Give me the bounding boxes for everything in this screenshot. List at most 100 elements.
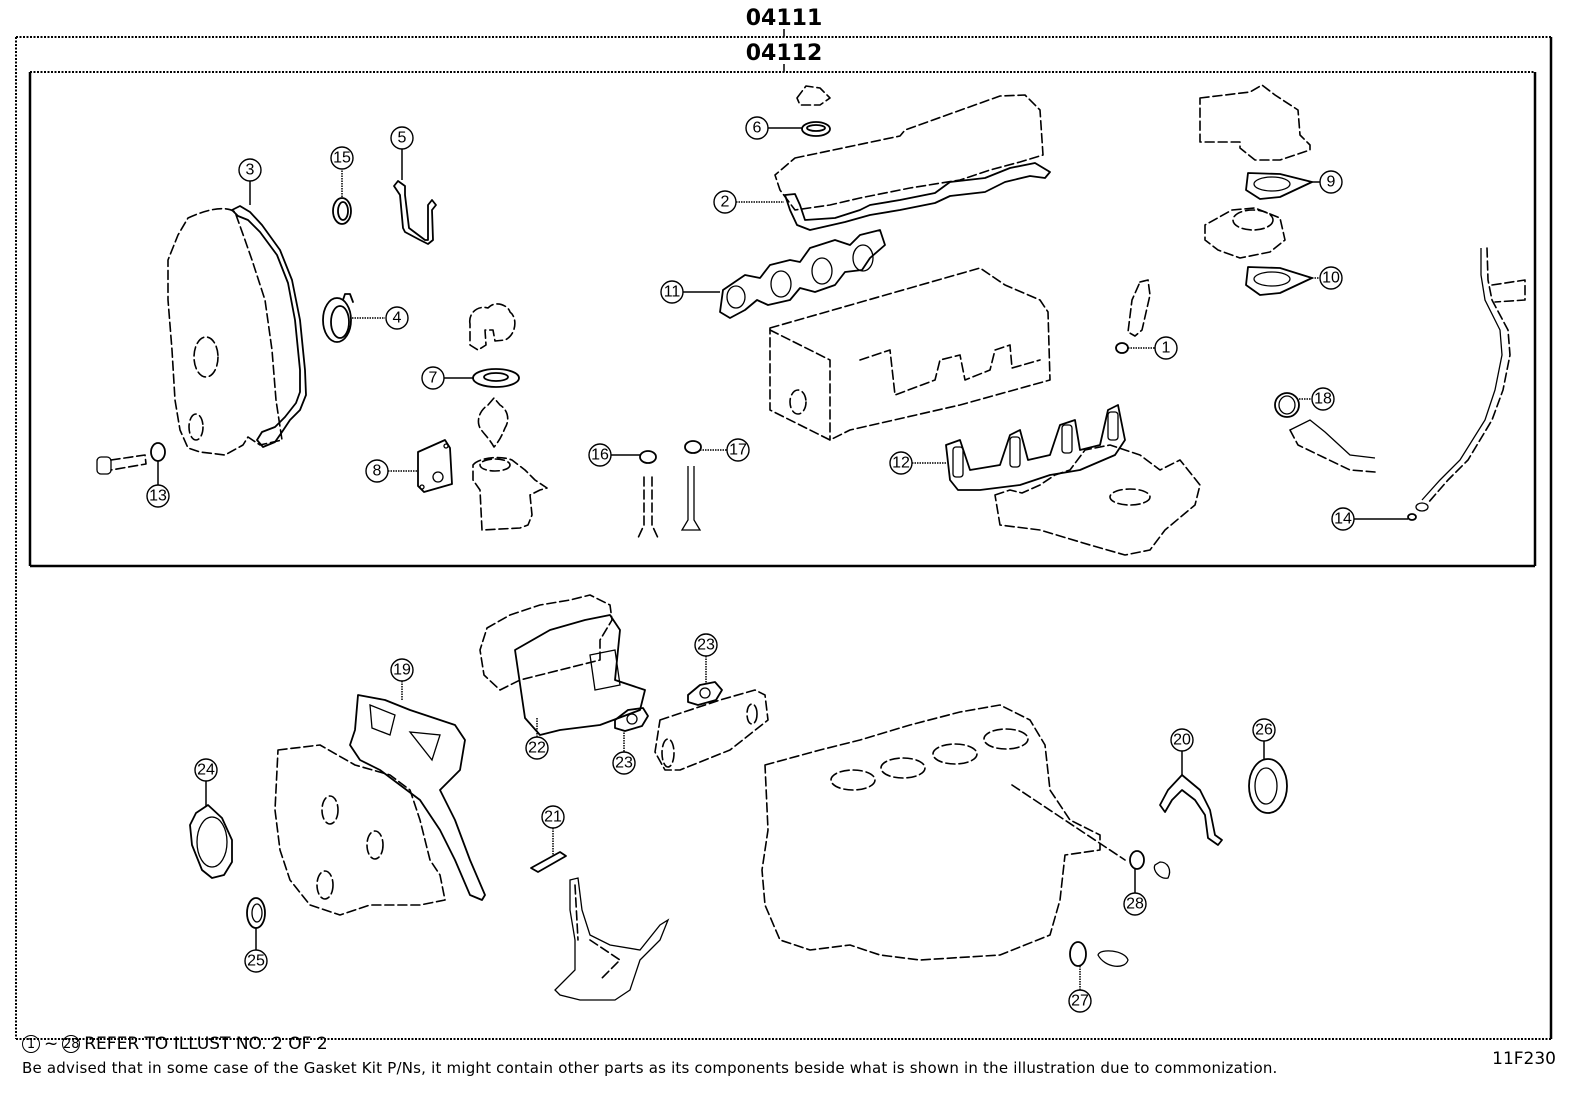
callout-6[interactable]: 6 — [745, 116, 769, 140]
svg-text:7: 7 — [429, 370, 438, 387]
water-inlet-gasket-8[interactable] — [417, 439, 453, 493]
oring-14[interactable] — [1407, 502, 1429, 521]
callout-19[interactable]: 19 — [390, 658, 414, 682]
head-cover-gasket-2[interactable] — [784, 162, 1051, 231]
oil-pump-cover-ghost — [479, 594, 613, 691]
callout-3[interactable]: 3 — [238, 158, 262, 182]
water-inlet-gasket-10[interactable] — [1245, 266, 1313, 296]
callout-23-upper[interactable]: 23 — [694, 633, 718, 657]
svg-text:13: 13 — [149, 488, 167, 505]
inner-frame — [28, 71, 1537, 568]
oil-strainer-ghost — [554, 877, 670, 1001]
injector-ghost — [1127, 279, 1151, 337]
ref-text: REFER TO ILLUST NO. 2 OF 2 — [84, 1034, 328, 1054]
svg-text:27: 27 — [1071, 993, 1089, 1010]
seal-ring-18[interactable] — [1274, 392, 1300, 418]
reference-note: 1 ~ 28 REFER TO ILLUST NO. 2 OF 2 — [22, 1034, 328, 1054]
svg-text:16: 16 — [591, 447, 609, 464]
callout-22[interactable]: 22 — [525, 736, 549, 760]
callout-7[interactable]: 7 — [421, 366, 445, 390]
timing-cover-ghost — [167, 207, 283, 456]
svg-text:23: 23 — [615, 755, 633, 772]
svg-text:18: 18 — [1314, 391, 1332, 408]
callout-25[interactable]: 25 — [244, 949, 268, 973]
ref-end-callout: 28 — [62, 1035, 81, 1053]
svg-text:22: 22 — [528, 740, 546, 757]
callout-8[interactable]: 8 — [365, 459, 389, 483]
svg-text:3: 3 — [246, 162, 255, 179]
cylinder-block-ghost — [761, 704, 1126, 961]
svg-text:26: 26 — [1255, 722, 1273, 739]
callout-15[interactable]: 15 — [330, 146, 354, 170]
callout-21[interactable]: 21 — [541, 805, 565, 829]
callout-24[interactable]: 24 — [194, 758, 218, 782]
callout-1[interactable]: 1 — [1154, 336, 1178, 360]
rear-crank-oil-seal-26[interactable] — [1248, 758, 1288, 814]
callout-28[interactable]: 28 — [1123, 892, 1147, 916]
oil-cooler-gasket-23a[interactable] — [687, 681, 723, 706]
advisory-note: Be advised that in some case of the Gask… — [22, 1059, 1278, 1077]
svg-text:2: 2 — [721, 194, 730, 211]
strainer-gasket-21[interactable] — [530, 851, 567, 873]
assembly-code[interactable]: 04111 — [746, 6, 823, 31]
drain-plug-washer-27[interactable] — [1069, 941, 1129, 967]
callout-26[interactable]: 26 — [1252, 718, 1276, 742]
seal-ring-15[interactable] — [332, 197, 352, 225]
oil-gauge-guide — [1421, 247, 1526, 504]
timing-case-gasket-19[interactable] — [349, 694, 486, 901]
callout-13[interactable]: 13 — [146, 484, 170, 508]
injector-seat-gasket-1[interactable] — [1115, 342, 1129, 354]
callout-9[interactable]: 9 — [1319, 170, 1343, 194]
oil-seal-25[interactable] — [246, 897, 266, 929]
crank-front-oil-seal[interactable] — [322, 293, 354, 343]
callout-20[interactable]: 20 — [1170, 728, 1194, 752]
svg-text:4: 4 — [393, 310, 402, 327]
svg-text:5: 5 — [398, 130, 407, 147]
callout-14[interactable]: 14 — [1331, 507, 1355, 531]
intake-manifold-gasket-12[interactable] — [945, 404, 1126, 491]
timing-chain-case-ghost — [274, 744, 446, 916]
svg-text:9: 9 — [1327, 174, 1336, 191]
callout-4[interactable]: 4 — [385, 306, 409, 330]
oil-pump-gasket-22[interactable] — [514, 614, 646, 736]
callout-leaders — [157, 127, 1408, 990]
timing-cover-gasket[interactable] — [231, 205, 307, 448]
callout-18[interactable]: 18 — [1311, 387, 1335, 411]
bolt-and-washer-13[interactable] — [96, 442, 166, 475]
svg-text:11: 11 — [664, 284, 681, 301]
svg-text:17: 17 — [729, 442, 747, 459]
callout-11[interactable]: 11 — [660, 280, 684, 304]
callout-12[interactable]: 12 — [889, 451, 913, 475]
callout-10[interactable]: 10 — [1319, 266, 1343, 290]
water-outlet-gasket-9[interactable] — [1245, 172, 1313, 200]
seal-retainer-gasket-24[interactable] — [189, 804, 233, 879]
ref-start-callout: 1 — [22, 1035, 40, 1053]
callout-23-lower[interactable]: 23 — [612, 751, 636, 775]
drain-cock-gasket-28[interactable] — [1129, 850, 1171, 879]
oil-cooler-ghost — [654, 689, 769, 771]
subassembly-code[interactable]: 04112 — [746, 41, 823, 66]
oil-filler-gasket-6[interactable] — [801, 121, 831, 137]
exhaust-manifold-gasket-11[interactable] — [719, 229, 886, 319]
svg-text:12: 12 — [892, 455, 910, 472]
cylinder-head-cover-ghost — [774, 85, 1044, 211]
cylinder-head-ghost — [769, 267, 1051, 441]
bracket-gasket-5[interactable] — [393, 180, 437, 245]
rear-seal-retainer-gasket-20[interactable] — [1159, 774, 1223, 846]
water-outlet-gasket-7[interactable] — [472, 368, 520, 388]
valve-stem-seal-16[interactable] — [637, 450, 659, 539]
oil-cooler-gasket-23b[interactable] — [614, 707, 649, 732]
callout-16[interactable]: 16 — [588, 443, 612, 467]
svg-text:28: 28 — [1126, 896, 1144, 913]
valve-stem-seal-17[interactable] — [680, 440, 702, 531]
svg-text:6: 6 — [753, 120, 762, 137]
callout-27[interactable]: 27 — [1068, 989, 1092, 1013]
callout-5[interactable]: 5 — [390, 126, 414, 150]
svg-text:10: 10 — [1322, 270, 1340, 287]
svg-text:19: 19 — [393, 662, 411, 679]
svg-text:15: 15 — [333, 150, 351, 167]
svg-text:24: 24 — [197, 762, 215, 779]
outer-frame — [15, 36, 1553, 1040]
callout-17[interactable]: 17 — [726, 438, 750, 462]
callout-2[interactable]: 2 — [713, 190, 737, 214]
